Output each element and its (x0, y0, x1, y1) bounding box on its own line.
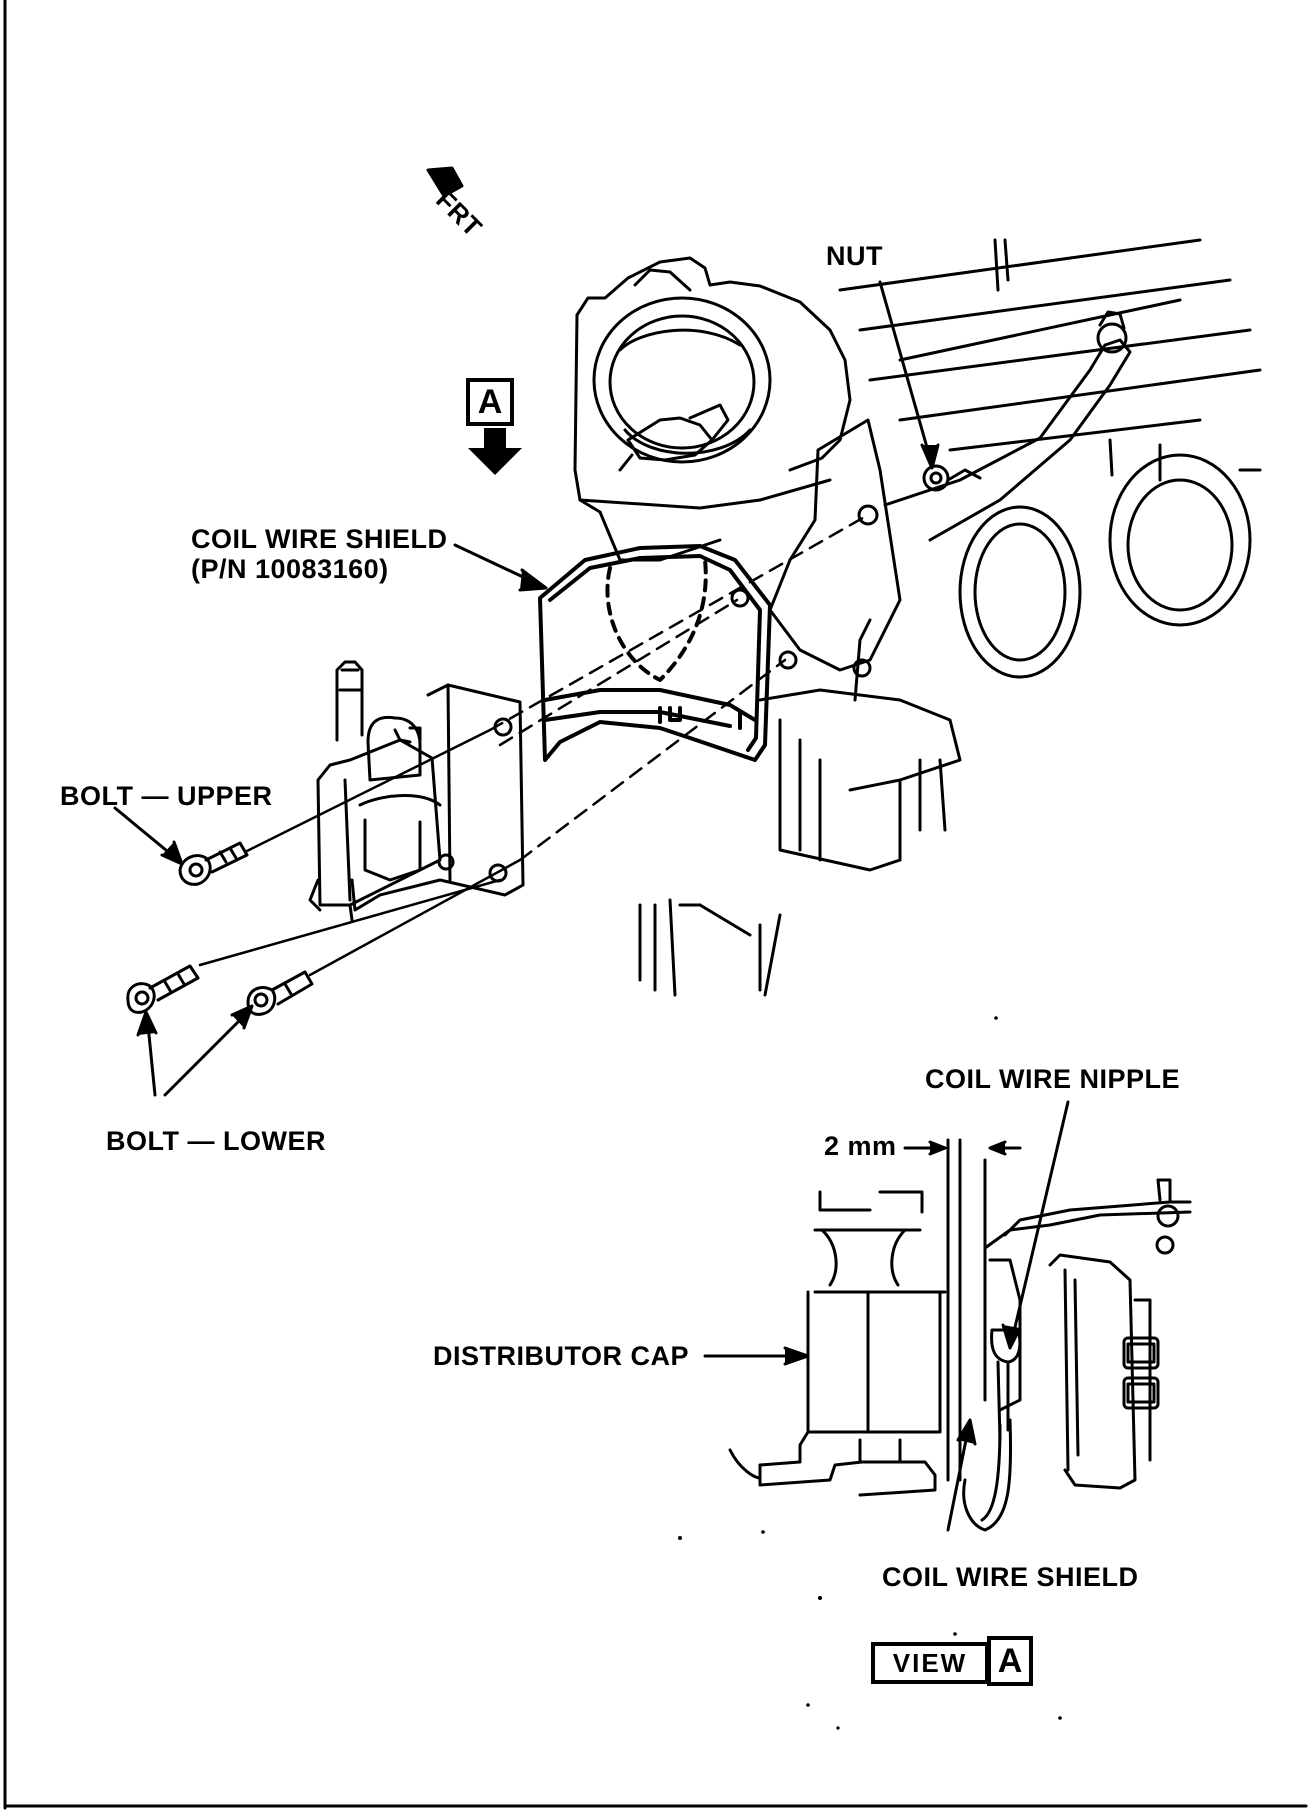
bolt-lower-left-part (126, 964, 200, 1014)
distributor-cap-label: DISTRIBUTOR CAP (433, 1341, 690, 1371)
scan-speckles (678, 1016, 1062, 1730)
view-a-down-arrow-icon (468, 428, 522, 475)
view-letter-box: A (987, 1636, 1033, 1686)
page-frame (3, 0, 1308, 1810)
alignment-lines (488, 513, 870, 862)
part-number-label: (P/N 10083160) (191, 554, 389, 584)
view-a-detail (703, 1100, 1192, 1532)
bolt-upper-part (178, 841, 249, 886)
view-a-caption: VIEW A (871, 1636, 1033, 1686)
front-arrow-icon (426, 166, 464, 198)
bolt-lower-label: BOLT — LOWER (106, 1126, 326, 1156)
coil-wire-nipple-label: COIL WIRE NIPPLE (925, 1064, 1181, 1094)
coil-wire-shield-part (538, 544, 772, 762)
bolt-upper-label: BOLT — UPPER (60, 781, 273, 811)
bolt-lower-right-part (246, 970, 314, 1016)
nut-label: NUT (826, 241, 883, 271)
gap-2mm-label: 2 mm (824, 1131, 897, 1161)
ignition-coil (308, 660, 525, 922)
view-word-box: VIEW (871, 1642, 989, 1684)
coil-wire-shield-detail-label: COIL WIRE SHIELD (882, 1562, 1139, 1592)
coil-wire-shield-label: COIL WIRE SHIELD (191, 524, 448, 554)
view-a-marker: A (466, 378, 514, 426)
leader-arrows (113, 280, 940, 1097)
engine-block (573, 238, 1262, 997)
bolt-lines (198, 728, 522, 977)
